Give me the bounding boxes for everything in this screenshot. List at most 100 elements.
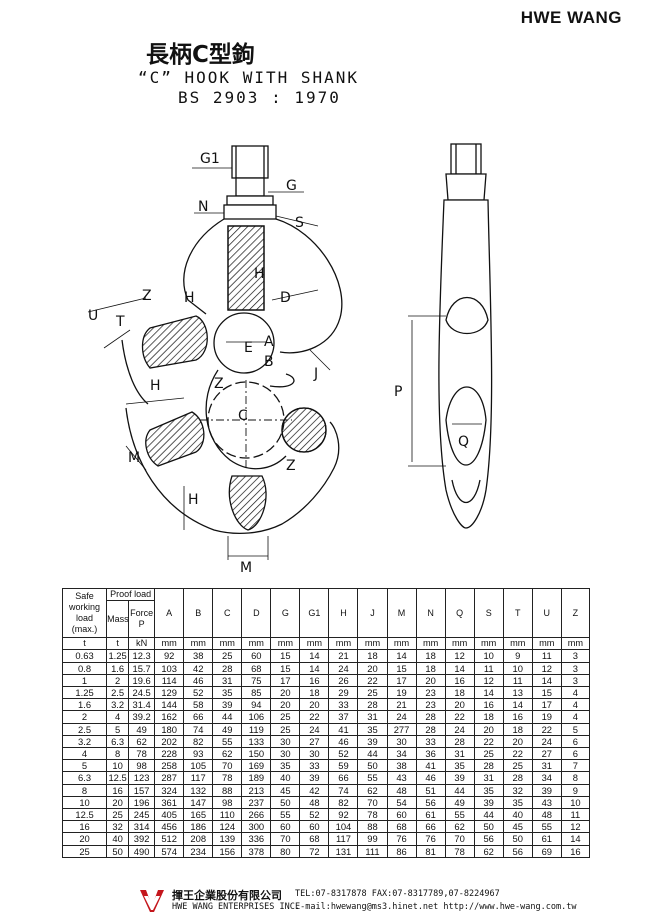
table-cell: 490 [128, 844, 156, 858]
table-cell: 18 [299, 686, 330, 700]
table-cell: 31 [531, 759, 562, 773]
table-cell: 19.6 [128, 673, 156, 688]
table-cell: 14 [560, 832, 591, 846]
table-cell: 20 [415, 673, 446, 688]
table-cell: 36 [415, 747, 446, 761]
table-cell: 27 [531, 747, 562, 761]
table-cell: 3 [560, 661, 591, 675]
table-cell: 20 [106, 795, 130, 810]
table-cell: 22 [444, 710, 475, 724]
table-cell: 157 [128, 783, 156, 797]
unit-cell: mm [270, 637, 301, 651]
table-cell: 31.4 [128, 698, 156, 712]
table-cell: 14 [299, 649, 330, 663]
header-mass: Mass [106, 600, 130, 639]
table-cell: 1.6 [106, 661, 130, 675]
table-cell: 3.2 [61, 734, 108, 749]
table-cell: 180 [154, 722, 185, 736]
table-cell: 24 [444, 722, 475, 736]
table-cell: 56 [415, 795, 446, 810]
unit-cell: mm [531, 637, 562, 651]
table-cell: 156 [212, 844, 243, 858]
table-cell: 70 [444, 832, 475, 846]
table-cell: 8 [560, 771, 591, 785]
header-safe-working-load: Safe working load (max.) [61, 587, 108, 639]
table-cell: 33 [415, 734, 446, 749]
table-cell: 44 [357, 747, 388, 761]
table-cell: 93 [183, 747, 214, 761]
table-cell: 42 [299, 783, 330, 797]
table-cell: 70 [212, 759, 243, 773]
header-t: T [502, 587, 533, 639]
specification-table-wrapper: Safe working load (max.) Proof load A B … [61, 587, 591, 874]
table-cell: 15 [386, 661, 417, 675]
table-cell: 186 [183, 820, 214, 834]
table-cell: 12 [444, 649, 475, 663]
table-cell: 361 [154, 795, 185, 810]
table-cell: 94 [241, 698, 272, 712]
table-cell: 62 [444, 820, 475, 834]
table-cell: 74 [183, 722, 214, 736]
table-cell: 35 [473, 783, 504, 797]
table-cell: 32 [502, 783, 533, 797]
table-cell: 25 [502, 759, 533, 773]
table-cell: 28 [473, 759, 504, 773]
dimension-labels: G1 G N S U T Z H H D E A B J H Z C M Z H… [88, 151, 469, 576]
specification-table: Safe working load (max.) Proof load A B … [61, 587, 591, 858]
table-cell: 22 [357, 673, 388, 688]
label-u: U [88, 308, 98, 324]
table-cell: 10 [560, 795, 591, 810]
table-cell: 10 [106, 759, 130, 773]
label-m-bottom: M [240, 560, 252, 576]
table-cell: 324 [154, 783, 185, 797]
table-cell: 405 [154, 808, 185, 822]
unit-cell: kN [128, 637, 156, 651]
table-cell: 33 [299, 759, 330, 773]
table-cell: 14 [299, 661, 330, 675]
table-cell: 10 [502, 661, 533, 675]
table-cell: 30 [270, 747, 301, 761]
table-cell: 22 [473, 734, 504, 749]
table-cell: 16 [61, 820, 108, 834]
header-q: Q [444, 587, 475, 639]
table-cell: 39 [531, 783, 562, 797]
table-cell: 18 [473, 710, 504, 724]
unit-cell: mm [183, 637, 214, 651]
table-cell: 147 [183, 795, 214, 810]
table-cell: 42 [183, 661, 214, 675]
table-cell: 92 [154, 649, 185, 663]
table-cell: 28 [357, 698, 388, 712]
label-a: A [264, 334, 274, 350]
header-d: D [241, 587, 272, 639]
table-cell: 2.5 [61, 722, 108, 736]
label-c: C [238, 408, 248, 424]
header-proof-load: Proof load [106, 587, 156, 602]
table-cell: 74 [328, 783, 359, 797]
table-cell: 16 [473, 698, 504, 712]
table-cell: 35 [270, 759, 301, 773]
table-cell: 28 [444, 734, 475, 749]
table-cell: 1.25 [61, 686, 108, 700]
table-cell: 70 [270, 832, 301, 846]
table-cell: 6 [560, 747, 591, 761]
company-logo [140, 890, 164, 912]
table-cell: 69 [531, 844, 562, 858]
table-cell: 169 [241, 759, 272, 773]
table-cell: 24.5 [128, 686, 156, 700]
table-cell: 5 [61, 759, 108, 773]
table-cell: 38 [183, 649, 214, 663]
company-name-english: HWE WANG ENTERPRISES INC. [172, 902, 300, 912]
table-cell: 237 [241, 795, 272, 810]
table-cell: 2.5 [106, 686, 130, 700]
table-cell: 50 [357, 759, 388, 773]
table-cell: 24 [328, 661, 359, 675]
front-view-dimensions [87, 167, 331, 560]
table-cell: 1.25 [106, 649, 130, 663]
table-cell: 25 [270, 710, 301, 724]
table-cell: 49 [212, 722, 243, 736]
label-h-mid: H [150, 378, 161, 394]
table-cell: 12.3 [128, 649, 156, 663]
company-name-chinese: 揮王企業股份有限公司 [172, 889, 282, 902]
table-cell: 75 [241, 673, 272, 688]
